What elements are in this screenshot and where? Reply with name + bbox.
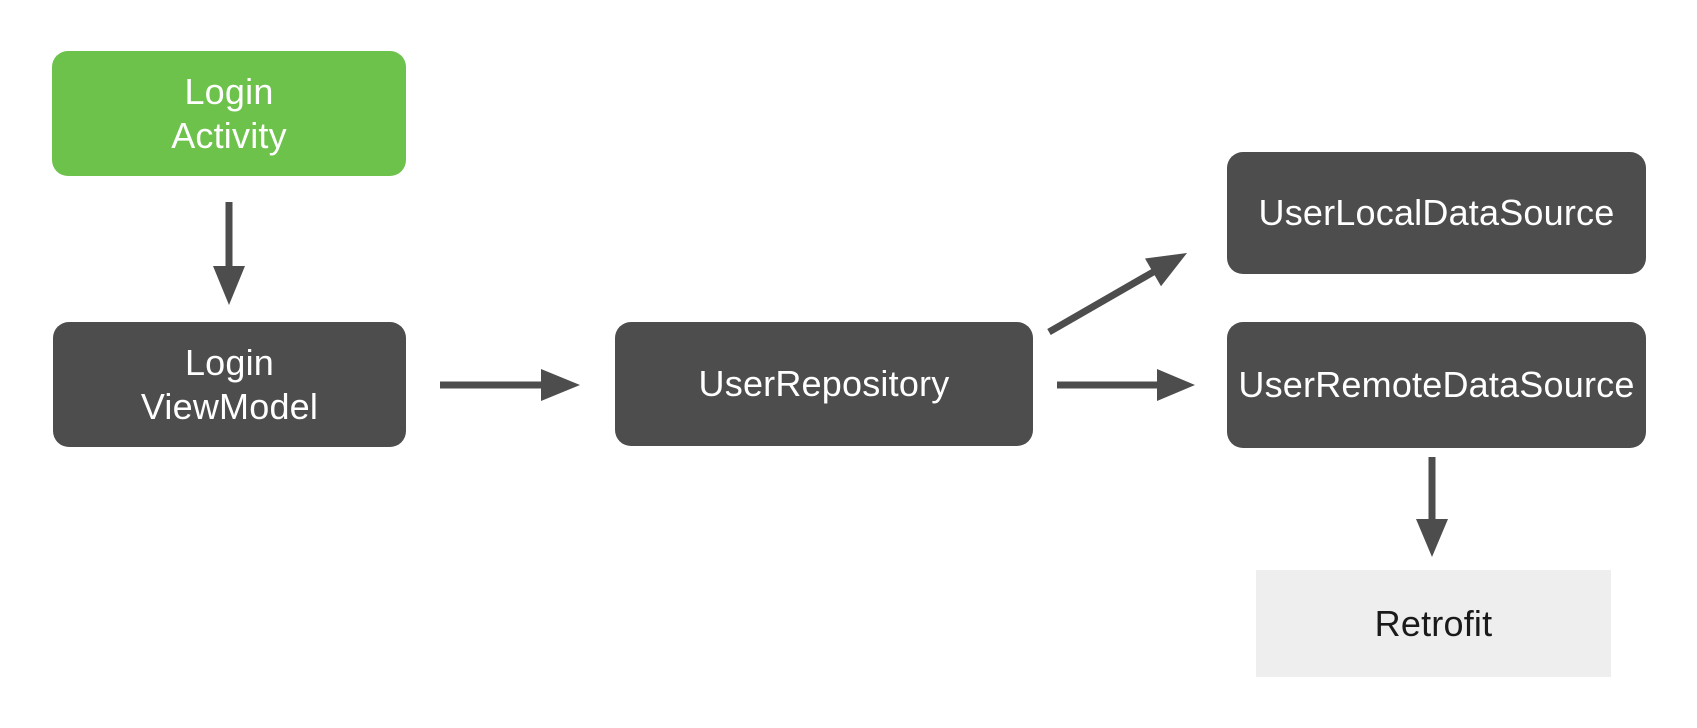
node-retrofit: Retrofit	[1256, 570, 1611, 677]
arrow-repository-to-remote-datasource	[1057, 369, 1195, 401]
arrow-head-icon	[1145, 253, 1187, 287]
node-user-remote-datasource: UserRemoteDataSource	[1227, 322, 1646, 448]
node-user-local-datasource-label: UserLocalDataSource	[1258, 192, 1615, 233]
arrow-head-icon	[1157, 369, 1195, 401]
node-login-viewmodel-label: Login ViewModel	[140, 341, 319, 427]
arrow-head-icon	[541, 369, 580, 401]
node-user-local-datasource: UserLocalDataSource	[1227, 152, 1646, 274]
arrow-head-icon	[1416, 519, 1448, 557]
arrow-remote-datasource-to-retrofit	[1416, 457, 1448, 557]
arrow-line	[1047, 267, 1157, 336]
node-user-repository: UserRepository	[615, 322, 1033, 446]
node-login-viewmodel: Login ViewModel	[53, 322, 406, 447]
arrow-activity-to-viewmodel	[213, 202, 245, 305]
arrow-viewmodel-to-repository	[440, 369, 580, 401]
node-user-repository-label: UserRepository	[698, 363, 950, 404]
node-user-remote-datasource-label: UserRemoteDataSource	[1238, 364, 1635, 405]
node-login-activity-label: Login Activity	[171, 70, 287, 156]
arrow-head-icon	[213, 266, 245, 305]
arrow-repository-to-local-datasource	[1047, 253, 1187, 336]
node-login-activity: Login Activity	[52, 51, 406, 176]
node-retrofit-label: Retrofit	[1374, 602, 1493, 644]
